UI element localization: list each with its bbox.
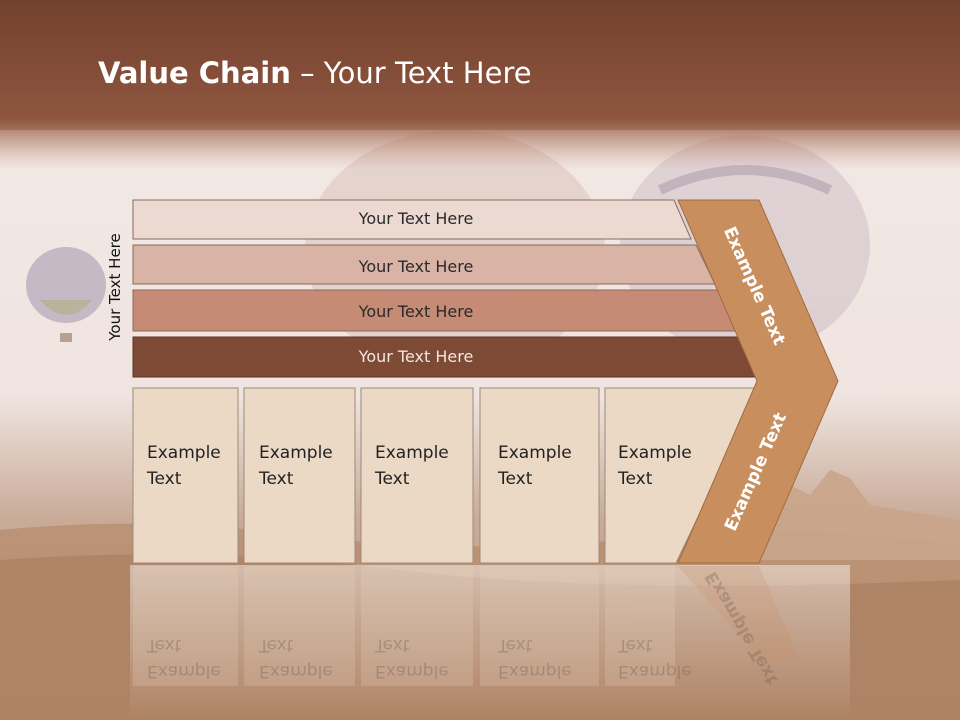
side-label: Your Text Here <box>106 233 124 341</box>
box-label-2-line2: Text <box>259 469 294 489</box>
page-title: Value Chain – Your Text Here <box>98 56 532 90</box>
box-reflection-4-line2: Text <box>498 635 533 655</box>
box-reflection-2-line1: Example <box>259 661 333 681</box>
box-reflection-5: Example Text <box>618 632 692 684</box>
bar-1 <box>132 199 692 240</box>
box-reflection-4: Example Text <box>498 632 572 684</box>
box-1 <box>132 387 239 564</box>
box-reflection-1: Example Text <box>147 632 221 684</box>
box-reflection-5-line2: Text <box>618 635 653 655</box>
bar-label-4: Your Text Here <box>358 347 474 366</box>
box-reflection-3-line1: Example <box>375 661 449 681</box>
box-3 <box>360 387 474 564</box>
title-bold: Value Chain <box>98 56 291 90</box>
bar-label-2: Your Text Here <box>358 257 474 276</box>
box-4 <box>479 387 600 564</box>
box-label-4-line2: Text <box>498 469 533 489</box>
box-reflection-3-line2: Text <box>375 635 410 655</box>
box-label-2-line1: Example <box>259 443 333 463</box>
box-label-1-line2: Text <box>147 469 182 489</box>
box-2 <box>243 387 356 564</box>
box-reflection-2-line2: Text <box>259 635 294 655</box>
box-label-1-line1: Example <box>147 443 221 463</box>
box-reflection-4-line1: Example <box>498 661 572 681</box>
box-reflection-1-line1: Example <box>147 661 221 681</box>
chevron-arrow <box>677 199 839 564</box>
box-label-3-line1: Example <box>375 443 449 463</box>
box-5 <box>604 387 761 564</box>
box-label-4-line1: Example <box>498 443 572 463</box>
box-label-5-line1: Example <box>618 443 692 463</box>
title-rest: – Your Text Here <box>290 56 532 90</box>
box-reflection-1-line2: Text <box>147 635 182 655</box>
bar-label-1: Your Text Here <box>358 209 474 228</box>
box-reflection-2: Example Text <box>259 632 333 684</box>
box-reflection-5-line1: Example <box>618 661 692 681</box>
box-reflection-3: Example Text <box>375 632 449 684</box>
box-label-5-line2: Text <box>618 469 653 489</box>
bar-label-3: Your Text Here <box>358 302 474 321</box>
box-label-3-line2: Text <box>375 469 410 489</box>
